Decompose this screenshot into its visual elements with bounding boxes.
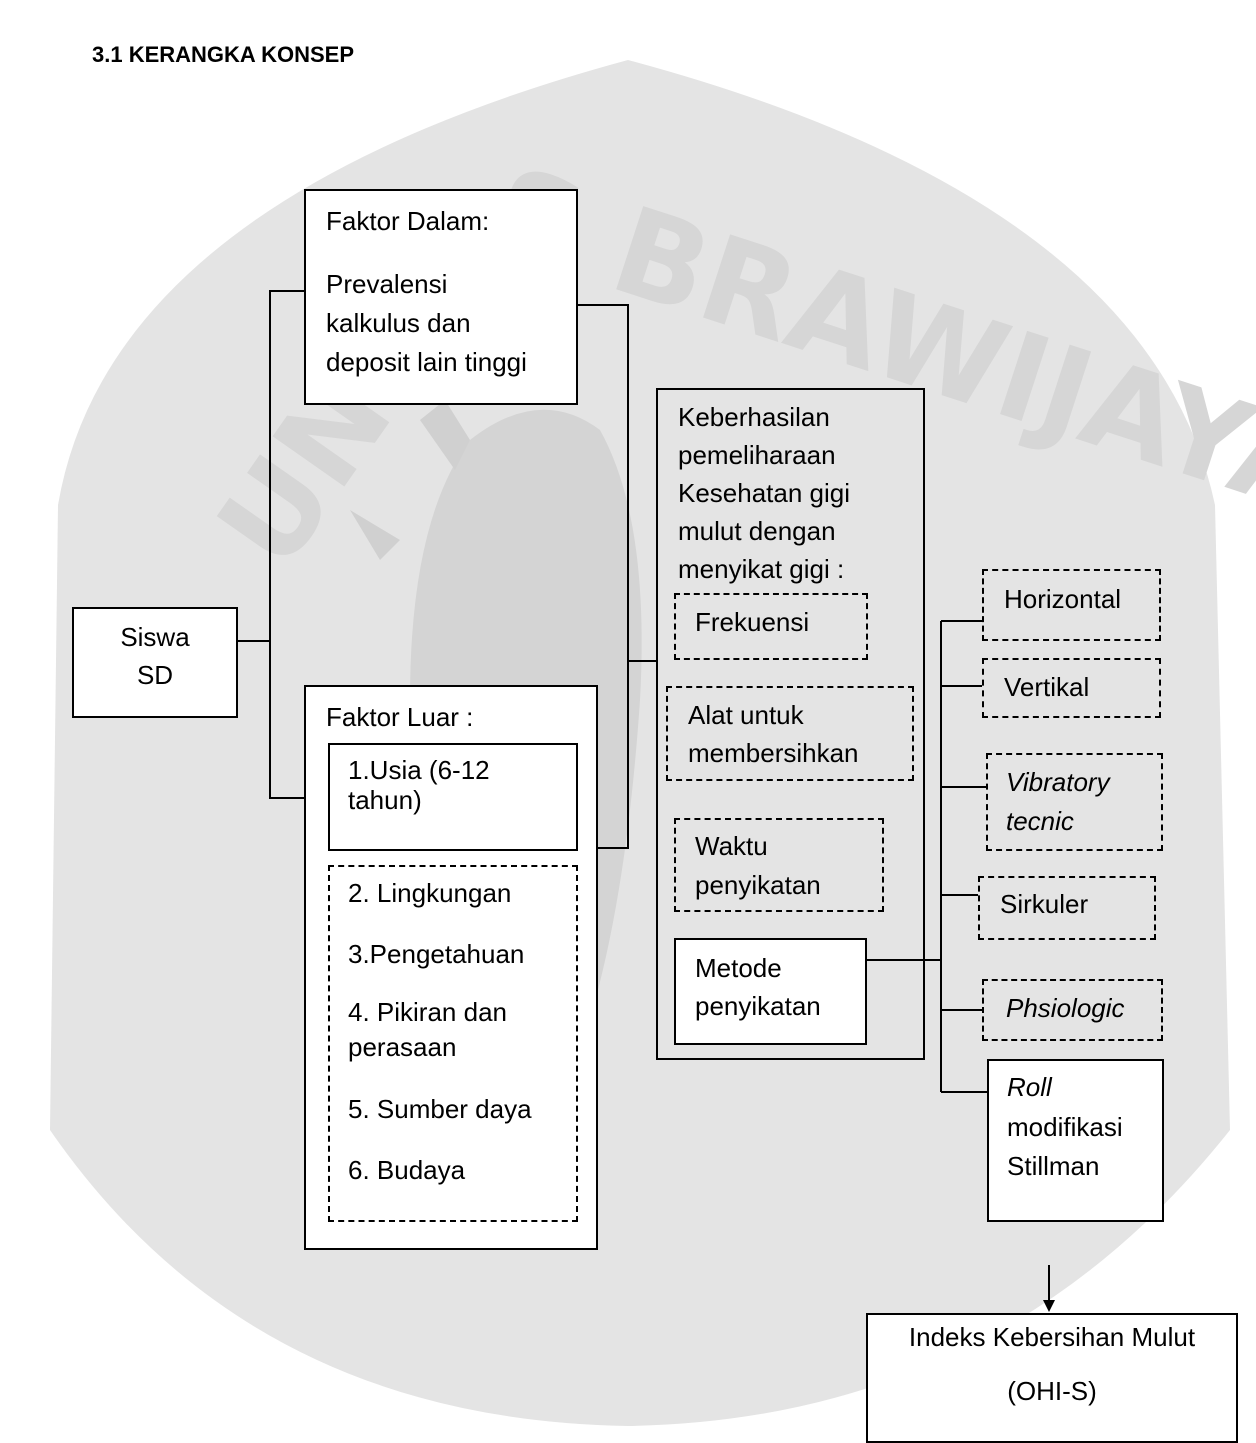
frekuensi-label: Frekuensi: [695, 607, 810, 637]
vertikal-label: Vertikal: [1004, 672, 1090, 702]
connector-dalam-luar: [577, 304, 629, 849]
metode-line-2: penyikatan: [695, 991, 821, 1021]
page-title: 3.1 KERANGKA KONSEP: [92, 42, 355, 67]
node-vibratory: [986, 753, 1163, 851]
faktor-luar-item-pikiran: 4. Pikiran dan: [348, 997, 507, 1027]
vibratory-line-2: tecnic: [1006, 806, 1074, 836]
node-alat: [666, 686, 914, 781]
faktor-luar-item-perasaan: perasaan: [348, 1032, 457, 1062]
arrow-head: [1043, 1300, 1055, 1312]
siswa-label-1: Siswa: [120, 622, 190, 652]
node-horizontal: [982, 569, 1161, 641]
node-waktu: [674, 818, 884, 912]
keberhasilan-line-5: menyikat gigi :: [678, 554, 845, 584]
faktor-luar-item-sumber-daya: 5. Sumber daya: [348, 1094, 532, 1124]
siswa-label-2: SD: [136, 660, 174, 690]
faktor-luar-item-lingkungan: 2. Lingkungan: [348, 878, 512, 908]
connector-faktor-bracket: [269, 290, 305, 799]
metode-line-1: Metode: [695, 953, 782, 983]
waktu-line-2: penyikatan: [695, 870, 821, 900]
phsiologic-label: Phsiologic: [1006, 993, 1125, 1023]
faktor-dalam-line-2: kalkulus dan: [326, 308, 471, 338]
alat-line-1: Alat untuk: [688, 700, 804, 730]
keberhasilan-line-2: pemeliharaan: [678, 440, 836, 470]
node-faktor-luar-list: [328, 865, 578, 1222]
roll-line-2: modifikasi: [1007, 1112, 1123, 1142]
waktu-line-1: Waktu: [695, 831, 768, 861]
usia-line-1: 1.Usia (6-12: [348, 755, 490, 785]
keberhasilan-line-3: Kesehatan gigi: [678, 478, 851, 508]
faktor-dalam-title: Faktor Dalam:: [326, 206, 490, 236]
faktor-luar-item-budaya: 6. Budaya: [348, 1155, 466, 1185]
vibratory-line-1: Vibratory: [1006, 767, 1110, 797]
sirkuler-label: Sirkuler: [1000, 889, 1089, 919]
indeks-line-1: Indeks Kebersihan Mulut: [908, 1322, 1196, 1352]
node-phsiologic: [982, 979, 1163, 1041]
node-siswa-sd: [72, 607, 238, 718]
node-indeks: [866, 1313, 1238, 1443]
faktor-luar-item-pengetahuan: 3.Pengetahuan: [348, 939, 525, 969]
faktor-dalam-line-1: Prevalensi: [326, 269, 448, 299]
node-frekuensi: [674, 593, 868, 660]
horizontal-label: Horizontal: [1004, 584, 1122, 614]
node-faktor-dalam: [304, 189, 578, 405]
indeks-line-2: (OHI-S): [1007, 1376, 1097, 1406]
faktor-luar-title: Faktor Luar :: [326, 702, 474, 732]
node-sirkuler: [978, 876, 1156, 940]
node-vertikal: [982, 658, 1161, 718]
keberhasilan-line-4: mulut dengan: [678, 516, 836, 546]
node-keberhasilan: [656, 388, 925, 1060]
usia-line-2: tahun): [348, 785, 422, 815]
node-usia: [328, 743, 578, 851]
roll-line-1: Roll: [1007, 1072, 1052, 1102]
alat-line-2: membersihkan: [688, 738, 859, 768]
roll-line-3: Stillman: [1007, 1151, 1100, 1181]
faktor-dalam-line-3: deposit lain tinggi: [326, 347, 527, 377]
node-metode: [674, 938, 867, 1045]
keberhasilan-line-1: Keberhasilan: [678, 402, 830, 432]
node-roll: [987, 1059, 1164, 1222]
